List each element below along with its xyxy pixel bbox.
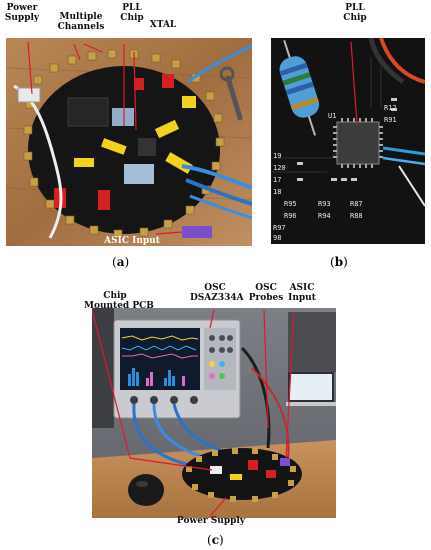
panel-c-label-osc-model: OSC DSAZ334A	[190, 283, 244, 303]
board-text-19: 19	[273, 152, 282, 160]
panel-a-label-asic-input: ASIC Input	[104, 236, 160, 246]
panel-a-caption: (a)	[112, 255, 130, 269]
panel-c-label-asic-input: ASIC Input	[288, 283, 316, 303]
board-text-98: 98	[273, 234, 282, 242]
board-text-r88: R88	[350, 212, 363, 220]
panel-c-caption-letter: c	[211, 533, 219, 547]
panel-a-label-multiple-channels: Multiple Channels	[57, 12, 105, 32]
board-text-u1: U1	[328, 112, 337, 120]
panel-c-label-chip-mounted-pcb: Chip Mounted PCB	[84, 291, 154, 311]
board-text-r96: R96	[284, 212, 297, 220]
panel-a-label-power-supply: Power Supply	[4, 3, 40, 23]
board-text-r93: R93	[318, 200, 331, 208]
panel-c-caption: (c)	[207, 533, 224, 547]
board-text-r97: R97	[273, 224, 286, 232]
panel-a-caption-letter: a	[116, 255, 125, 269]
panel-b-caption-letter: b	[334, 255, 344, 269]
board-text-r12: R12	[384, 104, 397, 112]
board-text-18: 18	[273, 188, 282, 196]
panel-c-label-power-supply: Power Supply	[176, 516, 246, 526]
panel-a-photo	[6, 38, 252, 246]
board-text-r95: R95	[284, 200, 297, 208]
panel-a-label-xtal: XTAL	[149, 20, 177, 30]
panel-c-photo	[92, 308, 336, 518]
panel-b-label-pll-chip: PLL Chip	[343, 3, 367, 23]
board-text-r91: R91	[384, 116, 397, 124]
board-text-r87: R87	[350, 200, 363, 208]
panel-a-label-pll-chip: PLL Chip	[120, 3, 144, 23]
panel-c-label-osc-probes: OSC Probes	[248, 283, 284, 303]
board-text-120: 120	[273, 164, 286, 172]
panel-b-photo	[271, 38, 425, 244]
board-text-r94: R94	[318, 212, 331, 220]
panel-b-caption: (b)	[330, 255, 348, 269]
board-text-17: 17	[273, 176, 282, 184]
